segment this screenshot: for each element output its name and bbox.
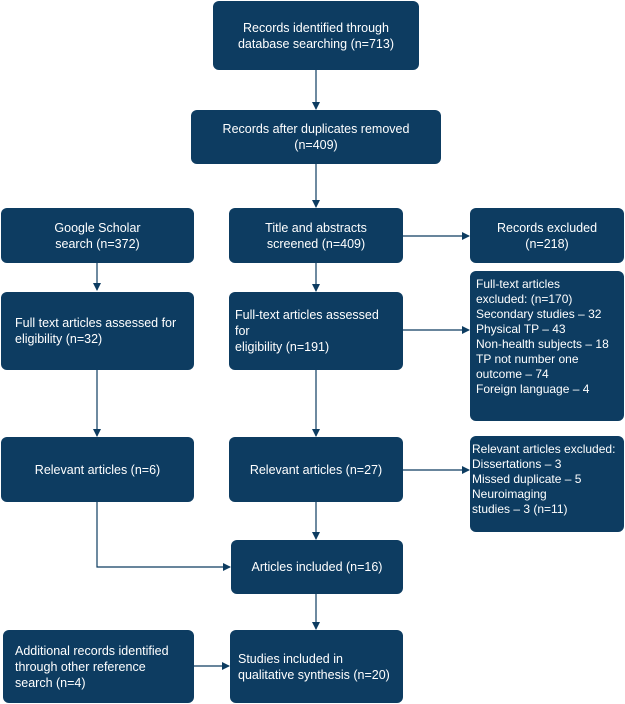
studies-included-text: Studies included in qualitative synthesi…: [238, 651, 390, 682]
duplicates-removed-text: Records after duplicates removed (n=409): [222, 122, 410, 152]
records-identified-text: Records identified through database sear…: [237, 20, 394, 51]
fulltext-excluded-text: Full-text articles excluded: (n=170) Sec…: [476, 277, 609, 396]
articles-included-box: Articles included (n=16): [231, 540, 403, 594]
fulltext-excluded-box: Full-text articles excluded: (n=170) Sec…: [470, 271, 624, 421]
relevant-left-text: Relevant articles (n=6): [34, 462, 161, 477]
duplicates-removed-box: Records after duplicates removed (n=409): [191, 110, 441, 164]
fulltext-left-box: Full text articles assessed for eligibil…: [1, 292, 194, 370]
additional-records-box: Additional records identified through ot…: [3, 630, 194, 703]
relevant-left-box: Relevant articles (n=6): [1, 437, 194, 502]
articles-included-text: Articles included (n=16): [251, 560, 383, 574]
records-identified-box: Records identified through database sear…: [213, 1, 419, 70]
records-excluded-box: Records excluded (n=218): [470, 208, 624, 263]
fulltext-left-text: Full text articles assessed for eligibil…: [15, 316, 177, 346]
relevant-excluded-text: Relevant articles excluded: Dissertation…: [472, 442, 616, 516]
title-abstracts-text: Title and abstracts screened (n=409): [265, 220, 367, 251]
relevant-center-box: Relevant articles (n=27): [229, 437, 403, 502]
google-scholar-box: Google Scholar search (n=372): [1, 208, 194, 263]
relevant-center-text: Relevant articles (n=27): [249, 462, 383, 477]
additional-records-text: Additional records identified through ot…: [15, 643, 169, 690]
records-excluded-text: Records excluded (n=218): [496, 220, 598, 251]
title-abstracts-box: Title and abstracts screened (n=409): [229, 208, 403, 263]
fulltext-center-text: Full-text articles assessed for eligibil…: [235, 308, 379, 354]
google-scholar-text: Google Scholar search (n=372): [54, 220, 141, 251]
arrow-relevant-left-to-included: [96, 502, 231, 571]
relevant-excluded-box: Relevant articles excluded: Dissertation…: [470, 436, 624, 532]
fulltext-center-box: Full-text articles assessed for eligibil…: [229, 292, 403, 370]
studies-included-box: Studies included in qualitative synthesi…: [230, 630, 403, 703]
